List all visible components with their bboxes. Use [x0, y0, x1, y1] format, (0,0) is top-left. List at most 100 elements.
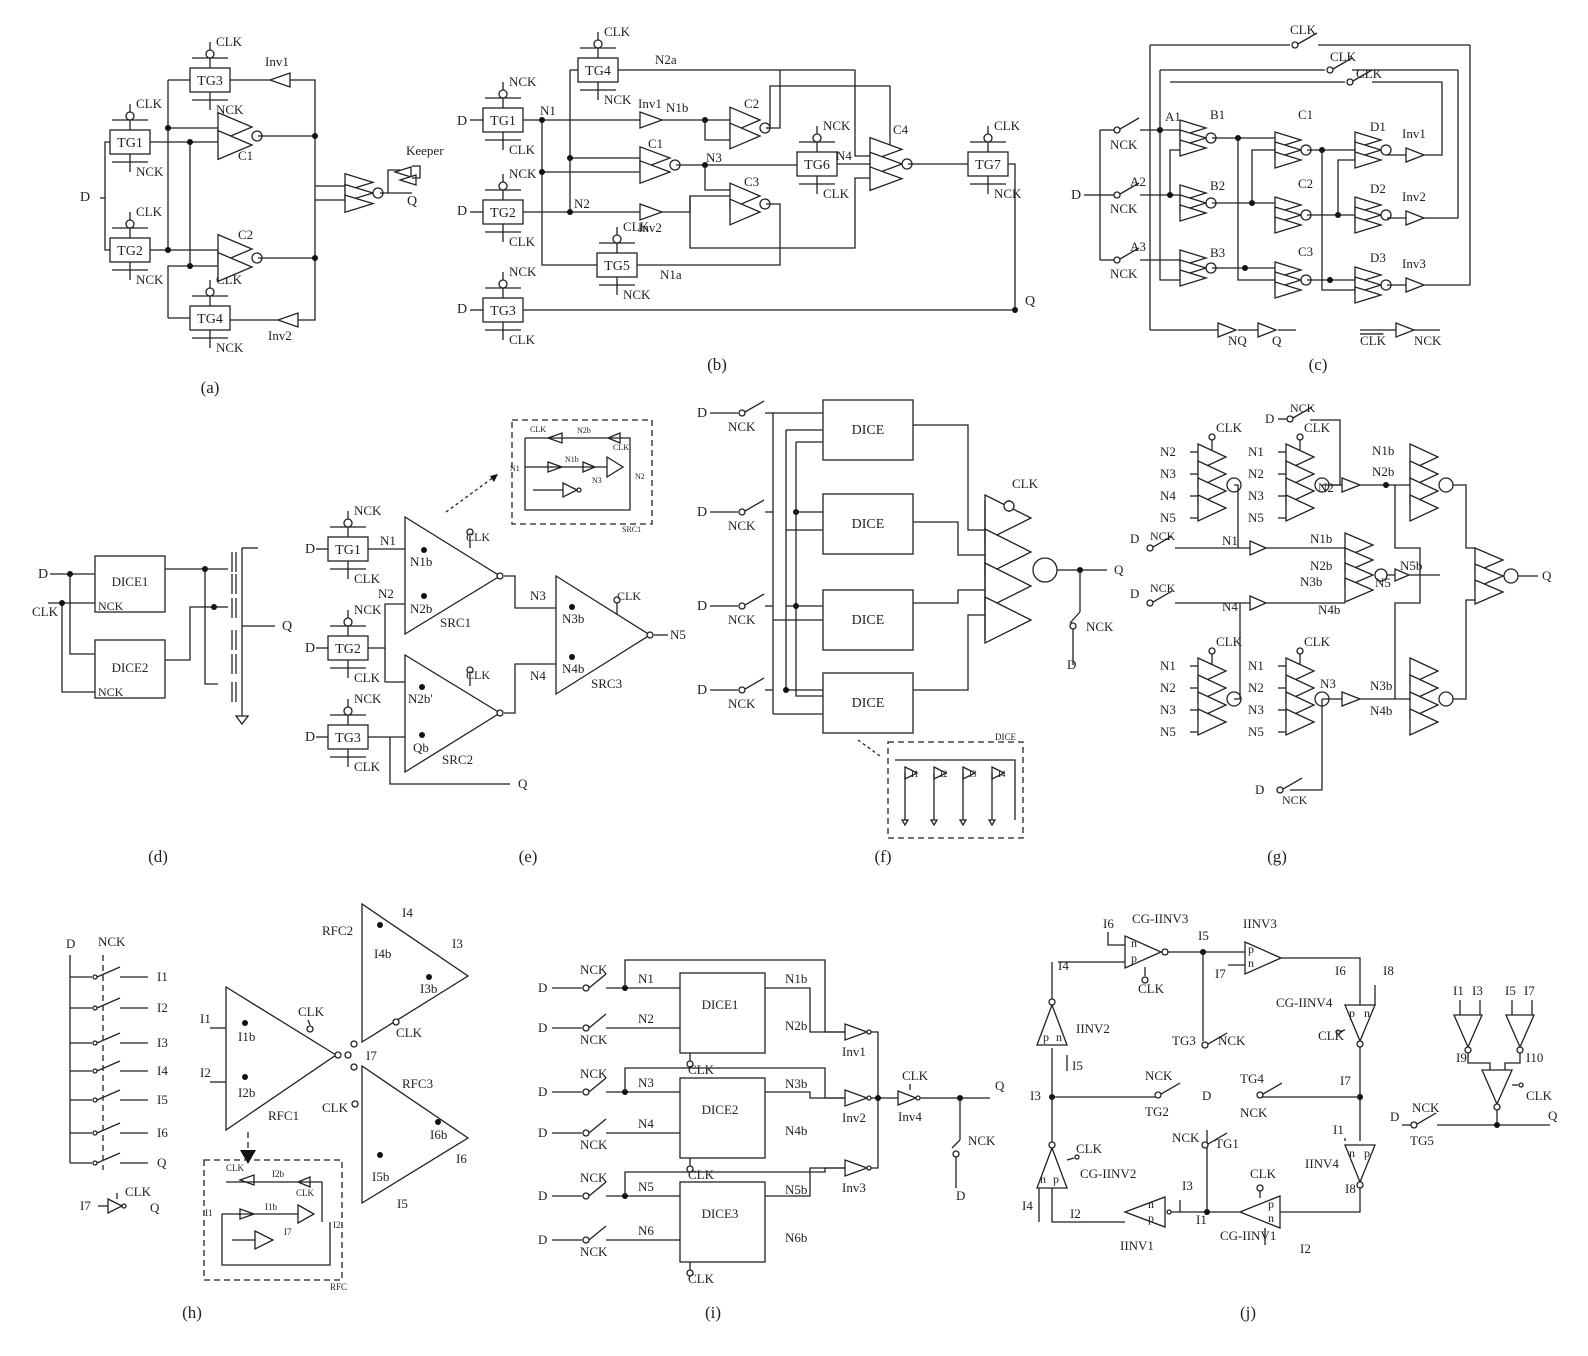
- label: NCK: [1218, 1033, 1246, 1048]
- label: N4b: [1318, 602, 1340, 617]
- label: I5b: [372, 1169, 389, 1184]
- clock-label: NCK: [136, 164, 164, 179]
- label: I2: [940, 769, 948, 779]
- label: TG4: [1240, 1071, 1264, 1086]
- junction-dot: [1167, 192, 1173, 198]
- inversion-bubble: [92, 1160, 98, 1166]
- label: N1b: [1310, 531, 1332, 546]
- keeper-inverter: [392, 166, 412, 178]
- label: I3: [157, 1035, 168, 1050]
- wire: [895, 759, 1016, 820]
- gate-bubble: [612, 234, 622, 244]
- wire: [588, 1013, 607, 1029]
- c-element-stage: [1285, 673, 1316, 703]
- wire: [524, 438, 631, 511]
- label: N3b: [785, 1076, 807, 1091]
- gate-triangle: [844, 1159, 869, 1177]
- dice-block: [679, 1077, 766, 1159]
- label: N1: [638, 971, 654, 986]
- ground: [987, 819, 997, 827]
- label: D: [697, 683, 707, 698]
- label: D: [538, 980, 547, 995]
- c-element-stage: [1285, 656, 1316, 686]
- label: CLK: [1216, 420, 1243, 435]
- inversion-bubble: [1438, 477, 1454, 493]
- label: C1: [648, 136, 663, 151]
- switch-contact: [1146, 599, 1154, 607]
- label: CLK: [1138, 981, 1165, 996]
- label: p: [1043, 1030, 1049, 1044]
- label: D: [66, 936, 75, 951]
- label: C2: [1298, 176, 1313, 191]
- junction-dot: [419, 732, 425, 738]
- inversion-bubble: [1048, 1141, 1056, 1149]
- c-element-stage: [1197, 656, 1228, 686]
- label: D: [1130, 586, 1139, 601]
- gate-triangle: [1409, 459, 1440, 489]
- label: I9: [1456, 1050, 1467, 1065]
- junction-dot: [569, 604, 575, 610]
- gate-bubble: [343, 518, 353, 528]
- wire: [765, 1167, 845, 1197]
- wire: [1051, 1188, 1125, 1223]
- gate-triangle: [606, 455, 625, 479]
- wire: [588, 1181, 607, 1197]
- inversion-bubble: [1356, 1040, 1364, 1048]
- label: N1b: [1372, 443, 1394, 458]
- gate-bubble: [343, 617, 353, 627]
- gate-triangle: [1395, 322, 1416, 338]
- label: Inv3: [1402, 256, 1426, 271]
- label: I6b: [430, 1127, 447, 1142]
- rfc2-triangle: [361, 902, 470, 1044]
- switch-contact: [1154, 1091, 1162, 1099]
- wire: [662, 195, 730, 213]
- wire: [100, 141, 112, 199]
- inversion-bubble: [686, 1269, 694, 1277]
- label: CLK: [322, 1100, 349, 1115]
- label: D: [457, 114, 467, 129]
- switch-blade: [1119, 117, 1140, 130]
- src3-triangle: [555, 574, 652, 696]
- label: N1: [1248, 444, 1264, 459]
- label: CLK: [530, 425, 546, 434]
- rfc-inset-box: [203, 1159, 343, 1281]
- wire: [913, 521, 985, 556]
- label: N4: [836, 148, 852, 163]
- clock-label: NCK: [509, 74, 537, 89]
- label: SRC1: [440, 615, 471, 630]
- c-element-stage: [869, 166, 904, 192]
- label: I7: [366, 1048, 377, 1063]
- panel-b: DDDTG1NCKCLKTG2NCKCLKTG3NCKCLKTG4CLKNCKT…: [457, 24, 1035, 374]
- label: CLK: [1356, 66, 1383, 81]
- label: I2: [200, 1065, 211, 1080]
- label: DICE1: [702, 997, 739, 1012]
- label: N6b: [785, 1230, 807, 1245]
- gate-triangle: [107, 1197, 124, 1215]
- label: N1: [1160, 658, 1176, 673]
- rfc1-triangle: [225, 985, 338, 1132]
- panel-f: DNCKDNCKDNCKDNCKDICEDICEDICEDICECLKQNCKD…: [697, 399, 1124, 866]
- label: N1b: [666, 100, 688, 115]
- label: N4b: [562, 661, 584, 676]
- c-element-stage: [639, 159, 672, 185]
- label: N5: [1248, 724, 1264, 739]
- inversion-bubble: [646, 631, 654, 639]
- clock-label: CLK: [823, 186, 850, 201]
- label: N3: [592, 476, 602, 485]
- c-element-stage: [1354, 216, 1384, 234]
- label: I7: [1340, 1073, 1351, 1088]
- switch-blade: [1262, 1082, 1283, 1095]
- panel-i: DNCKN1DNCKN2DNCKN3DNCKN4DNCKN5DNCKN6DICE…: [538, 959, 1005, 1322]
- c-element-stage: [1197, 673, 1228, 703]
- gate-triangle: [897, 1090, 918, 1106]
- label: N2b: [1372, 464, 1394, 479]
- label: C1: [238, 148, 253, 163]
- label: D: [538, 1084, 547, 1099]
- switch-contact: [1346, 78, 1354, 86]
- label: D: [1390, 1109, 1399, 1124]
- wire: [384, 648, 405, 683]
- switch-contact: [1286, 415, 1294, 423]
- wire: [951, 1139, 961, 1149]
- wire: [96, 1089, 121, 1101]
- wire: [96, 1122, 121, 1134]
